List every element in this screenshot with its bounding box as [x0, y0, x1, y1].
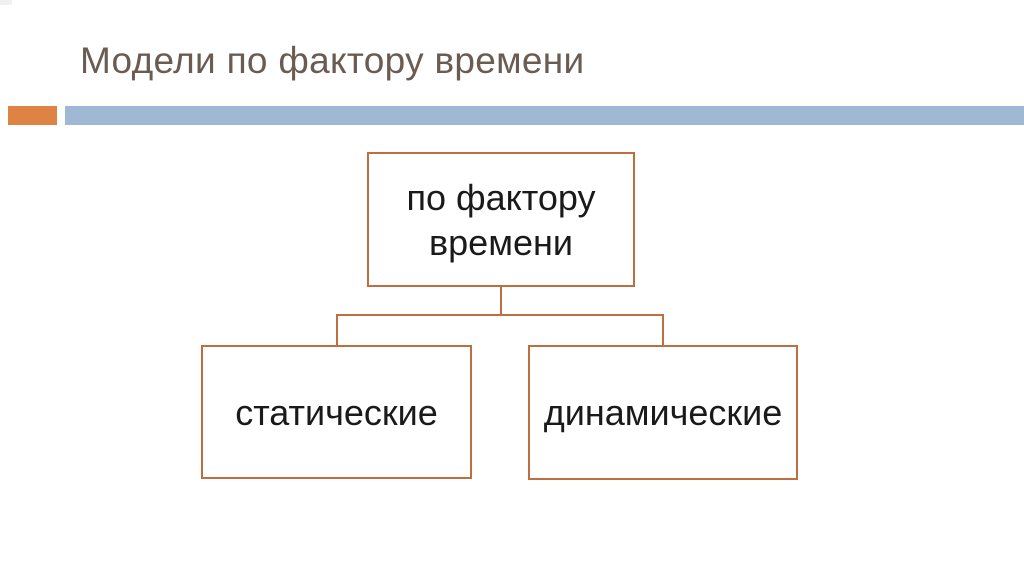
page-title: Модели по фактору времени	[80, 40, 585, 81]
connector-root-vertical	[500, 287, 502, 316]
diagram-node-dynamic-label: динамические	[543, 392, 783, 433]
connector-left-vertical	[336, 314, 338, 345]
diagram-node-root-label: по фактору времени	[406, 176, 596, 263]
diagram-node-static-label: статические	[235, 391, 438, 433]
diagram-node-dynamic: динамические	[528, 345, 798, 480]
diagram-node-root: по фактору времени	[367, 152, 635, 287]
title-accent-orange-block	[8, 106, 57, 125]
diagram-node-static: статические	[201, 345, 472, 479]
slide-corner-artifact	[0, 0, 12, 5]
connector-branch-horizontal	[336, 314, 664, 316]
title-accent-blue-bar	[65, 106, 1024, 125]
connector-right-vertical	[662, 314, 664, 345]
